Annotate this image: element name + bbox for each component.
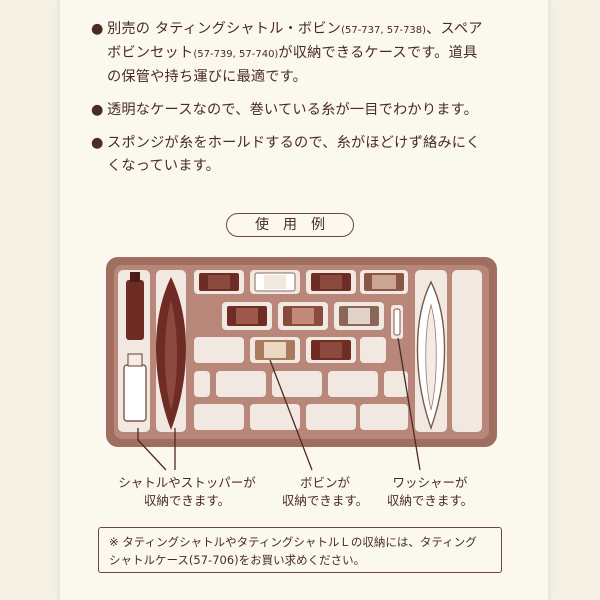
shuttle-highlight: [165, 300, 177, 410]
caption-line: 収納できます。: [143, 493, 231, 508]
bullet-mark: ●: [91, 102, 104, 118]
case-slot: [452, 270, 482, 432]
feature-item: ● 別売の タティングシャトル・ボビン(57-737, 57-738)、スペア …: [91, 18, 513, 89]
caption-line: 収納できます。: [281, 493, 369, 508]
stopper-icon: [126, 272, 144, 340]
bullet-mark: ●: [91, 135, 104, 151]
feature-text: ボビンセット: [107, 45, 194, 61]
bobbins: [199, 272, 404, 360]
caption-line: シャトルやストッパーが: [118, 475, 256, 490]
note-line: ※ タティングシャトルやタティングシャトルＬの収納には、タティング: [109, 535, 477, 549]
shuttle-caption: シャトルやストッパーが 収納できます。: [112, 474, 262, 510]
washer-caption: ワッシャーが 収納できます。: [380, 474, 480, 510]
bullet-mark: ●: [91, 21, 104, 37]
washer-icon: [393, 308, 401, 336]
product-code: (57-739, 57-740): [193, 49, 279, 60]
feature-item: ● 透明なケースなので、巻いている糸が一目でわかります。: [91, 99, 513, 122]
feature-text: が収納できるケースです。道具: [278, 45, 478, 61]
product-code: (57-737, 57-738): [341, 25, 427, 36]
feature-text: 、スペア: [426, 21, 483, 37]
caption-line: ボビンが: [299, 475, 350, 490]
feature-line: スポンジが糸をホールドするので、糸がほどけず絡みにく: [107, 135, 481, 151]
caption-line: 収納できます。: [386, 493, 474, 508]
stopper-clear-icon: [123, 353, 147, 422]
note-box: ※ タティングシャトルやタティングシャトルＬの収納には、タティング シャトルケー…: [98, 527, 502, 573]
feature-line: ボビンセット(57-739, 57-740)が収納できるケースです。道具: [107, 42, 513, 66]
feature-line: くなっています。: [107, 158, 220, 174]
usage-example-label: 使用例: [226, 213, 354, 237]
feature-line: 別売の タティングシャトル・ボビン(57-737, 57-738)、スペア: [107, 18, 513, 42]
shuttle-clear-inner: [425, 303, 437, 411]
feature-text: 別売の タティングシャトル・ボビン: [107, 21, 342, 37]
feature-line: 透明なケースなので、巻いている糸が一目でわかります。: [107, 102, 478, 118]
feature-list: ● 別売の タティングシャトル・ボビン(57-737, 57-738)、スペア …: [91, 18, 513, 188]
feature-line: の保管や持ち運びに最適です。: [107, 69, 308, 85]
caption-line: ワッシャーが: [392, 475, 468, 490]
note-line: シャトルケース(57-706)をお買い求めください。: [109, 553, 366, 567]
leader-lines: [137, 337, 421, 471]
feature-item: ● スポンジが糸をホールドするので、糸がほどけず絡みにく くなっています。: [91, 132, 513, 178]
bobbin-caption: ボビンが 収納できます。: [275, 474, 375, 510]
